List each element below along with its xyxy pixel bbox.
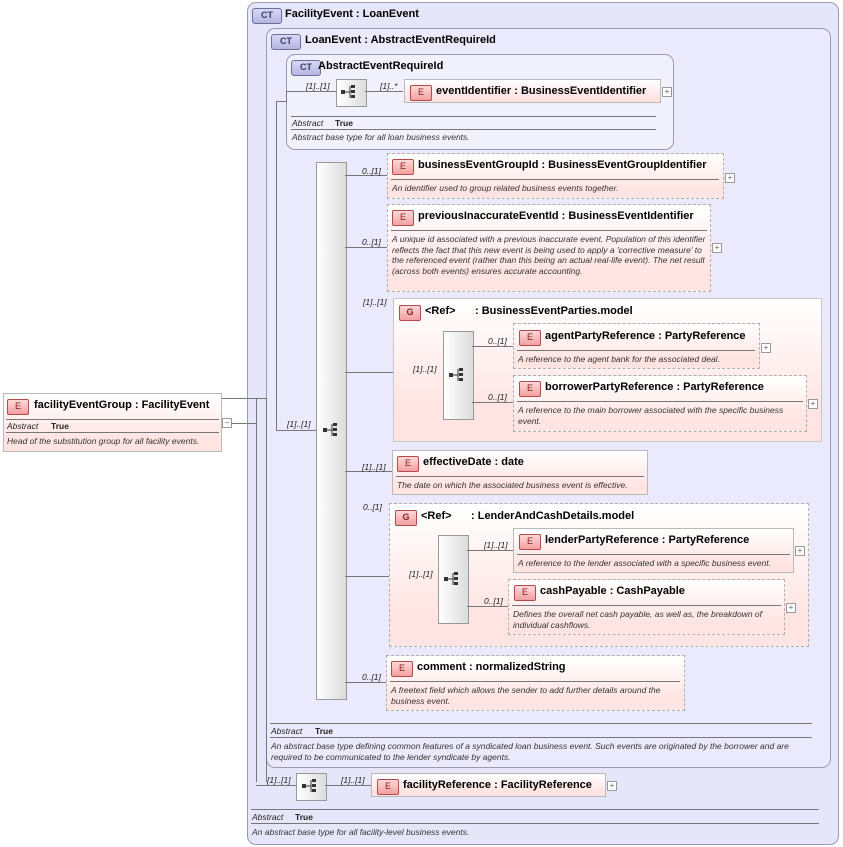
sequence-icon — [444, 572, 458, 585]
expand-icon[interactable]: + — [786, 603, 796, 613]
business-event-group-id-multiplicity: 0..[1] — [362, 166, 381, 176]
cash-payable-element[interactable]: E cashPayable : CashPayable Defines the … — [508, 579, 785, 635]
business-event-group-id-description: An identifier used to group related busi… — [392, 183, 619, 193]
group-ref-label: <Ref> — [421, 510, 452, 522]
previous-inaccurate-event-id-multiplicity: 0..[1] — [362, 237, 381, 247]
expand-icon[interactable]: + — [607, 781, 617, 791]
business-event-parties-name: : BusinessEventParties.model — [475, 305, 633, 317]
lender-sequence-multiplicity: [1]..[1] — [409, 569, 433, 579]
comment-description: A freetext field which allows the sender… — [391, 685, 661, 706]
group-badge: G — [395, 510, 417, 526]
lender-party-reference-description: A reference to the lender associated wit… — [518, 558, 771, 568]
loan-event-abstract-label: Abstract — [271, 726, 303, 736]
effective-date-description: The date on which the associated busines… — [397, 480, 628, 490]
comment-name: comment : normalizedString — [417, 661, 566, 673]
expand-icon[interactable]: + — [662, 87, 672, 97]
expand-icon[interactable]: + — [761, 343, 771, 353]
element-badge: E — [410, 85, 432, 101]
element-badge: E — [519, 534, 541, 550]
abstract-label: Abstract — [292, 118, 324, 128]
previous-inaccurate-event-id-description: A unique id associated with a previous i… — [392, 234, 706, 276]
element-badge: E — [514, 585, 536, 601]
comment-element[interactable]: E comment : normalizedString A freetext … — [386, 655, 685, 711]
element-badge: E — [519, 381, 541, 397]
abstract-value: True — [335, 118, 353, 128]
group-ref-label: <Ref> — [425, 305, 456, 317]
expand-icon[interactable]: + — [808, 399, 818, 409]
facility-event-abstract-label: Abstract — [252, 812, 284, 822]
loan-event-abstract-value: True — [315, 726, 333, 736]
lender-and-cash-details-multiplicity: 0..[1] — [363, 502, 382, 512]
borrower-party-reference-element[interactable]: E borrowerPartyReference : PartyReferenc… — [513, 375, 807, 432]
element-badge: E — [377, 779, 399, 795]
facility-sequence-multiplicity: [1]..[1] — [267, 775, 291, 785]
borrower-party-reference-multiplicity: 0..[1] — [488, 392, 507, 402]
main-sequence-multiplicity: [1]..[1] — [287, 419, 311, 429]
facility-event-group-element[interactable]: E facilityEventGroup : FacilityEvent Abs… — [3, 393, 222, 452]
lender-party-reference-element[interactable]: E lenderPartyReference : PartyReference … — [513, 528, 794, 573]
collapse-icon[interactable]: − — [222, 418, 232, 428]
cash-payable-description: Defines the overall net cash payable, as… — [513, 609, 763, 630]
comment-multiplicity: 0..[1] — [362, 672, 381, 682]
abstract-event-require-id-description: Abstract base type for all loan business… — [292, 132, 470, 142]
facility-event-group-abstract-value: True — [51, 421, 69, 431]
business-event-group-id-name: businessEventGroupId : BusinessEventGrou… — [418, 159, 707, 171]
loan-event-description: An abstract base type defining common fe… — [271, 741, 789, 762]
element-badge: E — [391, 661, 413, 677]
agent-party-reference-element[interactable]: E agentPartyReference : PartyReference A… — [513, 323, 760, 369]
sequence-icon — [341, 85, 355, 98]
facility-event-abstract-value: True — [295, 812, 313, 822]
facility-event-group-name: facilityEventGroup : FacilityEvent — [34, 399, 210, 411]
complex-type-badge: CT — [271, 34, 301, 50]
lender-and-cash-details-name: : LenderAndCashDetails.model — [471, 510, 635, 522]
agent-party-reference-multiplicity: 0..[1] — [488, 336, 507, 346]
cash-payable-name: cashPayable : CashPayable — [540, 585, 685, 597]
previous-inaccurate-event-id-element[interactable]: E previousInaccurateEventId : BusinessEv… — [387, 204, 711, 292]
previous-inaccurate-event-id-name: previousInaccurateEventId : BusinessEven… — [418, 210, 694, 222]
borrower-party-reference-description: A reference to the main borrower associa… — [518, 405, 784, 426]
sequence-icon — [323, 423, 337, 436]
facility-event-description: An abstract base type for all facility-l… — [252, 827, 470, 837]
element-badge: E — [392, 210, 414, 226]
expand-icon[interactable]: + — [795, 546, 805, 556]
complex-type-badge: CT — [252, 8, 282, 24]
effective-date-name: effectiveDate : date — [423, 456, 524, 468]
event-identifier-element[interactable]: E eventIdentifier : BusinessEventIdentif… — [404, 79, 661, 103]
agent-party-reference-name: agentPartyReference : PartyReference — [545, 330, 746, 342]
lender-party-reference-multiplicity: [1]..[1] — [484, 540, 508, 550]
borrower-party-reference-name: borrowerPartyReference : PartyReference — [545, 381, 764, 393]
facility-event-group-description: Head of the substitution group for all f… — [7, 436, 200, 446]
event-identifier-name: eventIdentifier : BusinessEventIdentifie… — [436, 85, 647, 97]
facility-event-group-abstract-label: Abstract — [7, 421, 39, 431]
complex-type-badge: CT — [291, 60, 321, 76]
abstract-event-require-id-title[interactable]: AbstractEventRequireId — [318, 60, 444, 72]
agent-party-reference-description: A reference to the agent bank for the as… — [518, 354, 720, 364]
facility-event-title[interactable]: FacilityEvent : LoanEvent — [285, 8, 419, 20]
element-badge: E — [397, 456, 419, 472]
cash-payable-multiplicity: 0..[1] — [484, 596, 503, 606]
effective-date-element[interactable]: E effectiveDate : date The date on which… — [392, 450, 648, 495]
facility-reference-multiplicity: [1]..[1] — [341, 775, 365, 785]
element-badge: E — [7, 399, 29, 415]
lender-party-reference-name: lenderPartyReference : PartyReference — [545, 534, 750, 546]
group-badge: G — [399, 305, 421, 321]
loan-event-title[interactable]: LoanEvent : AbstractEventRequireId — [305, 34, 496, 46]
element-badge: E — [392, 159, 414, 175]
element-badge: E — [519, 330, 541, 346]
effective-date-multiplicity: [1]..[1] — [362, 462, 386, 472]
expand-icon[interactable]: + — [712, 243, 722, 253]
event-identifier-multiplicity: [1]..* — [380, 81, 398, 91]
expand-icon[interactable]: + — [725, 173, 735, 183]
sequence-multiplicity: [1]..[1] — [306, 81, 330, 91]
sequence-icon — [449, 368, 463, 381]
sequence-icon — [302, 779, 316, 792]
business-event-group-id-element[interactable]: E businessEventGroupId : BusinessEventGr… — [387, 153, 724, 199]
parties-sequence-multiplicity: [1]..[1] — [413, 364, 437, 374]
business-event-parties-multiplicity: [1]..[1] — [363, 297, 387, 307]
facility-reference-name: facilityReference : FacilityReference — [403, 779, 592, 791]
facility-reference-element[interactable]: E facilityReference : FacilityReference — [371, 773, 606, 797]
